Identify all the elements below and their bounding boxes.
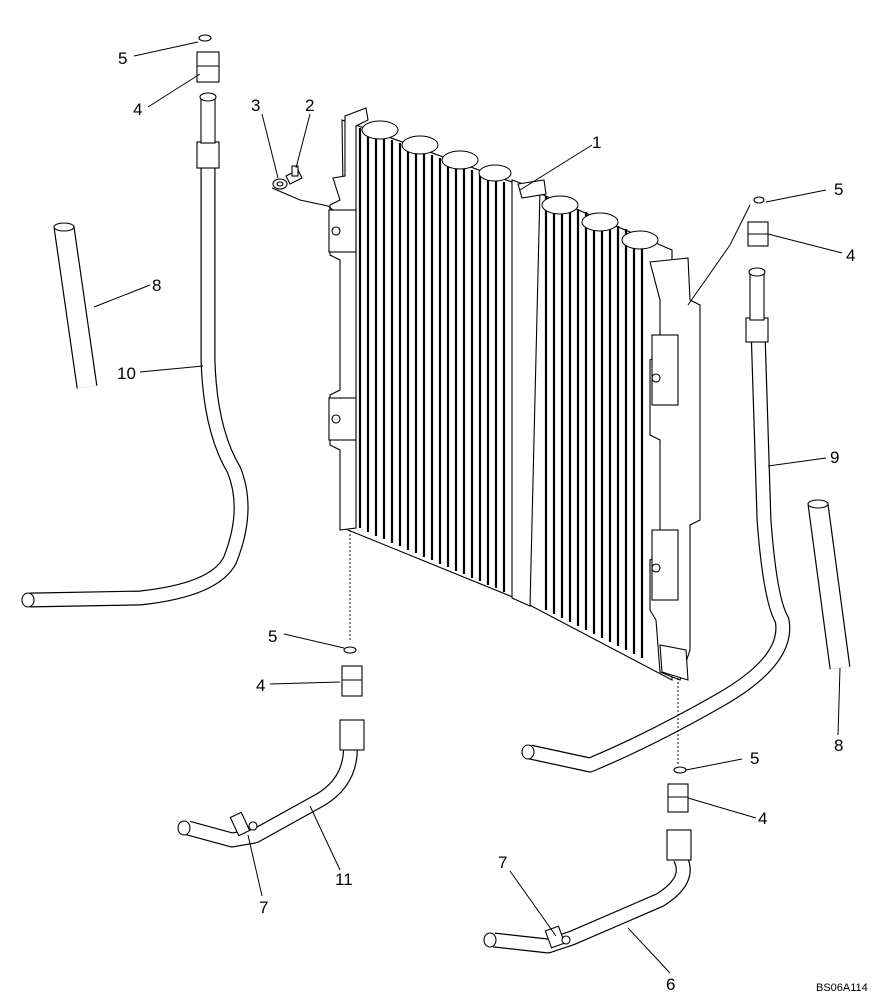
callout-8-left: 8 bbox=[152, 276, 161, 295]
cooler-fins-left bbox=[358, 128, 506, 592]
drawing-code: BS06A114 bbox=[816, 982, 868, 994]
o-ring-5-bottom-left bbox=[343, 646, 357, 654]
callout-10: 10 bbox=[117, 364, 136, 383]
callout-5-top-right: 5 bbox=[834, 180, 843, 199]
cooler-fins-right bbox=[544, 196, 644, 658]
pipe-right-9 bbox=[521, 267, 791, 773]
hose-left-8 bbox=[53, 222, 98, 389]
callout-8-right: 8 bbox=[834, 736, 843, 755]
leader-lines bbox=[93, 41, 843, 974]
callout-9: 9 bbox=[830, 448, 839, 467]
pipe-6 bbox=[483, 829, 692, 954]
callout-4-bottom-right: 4 bbox=[758, 809, 767, 828]
o-ring-5-top-right bbox=[753, 196, 765, 204]
bolt bbox=[285, 165, 303, 185]
callout-11: 11 bbox=[335, 870, 353, 889]
callout-1: 1 bbox=[592, 133, 601, 152]
callout-3: 3 bbox=[251, 96, 260, 115]
fitting-4-bottom-right bbox=[667, 783, 689, 813]
o-ring-5-top-left bbox=[198, 34, 212, 42]
oil-cooler-core bbox=[328, 107, 701, 681]
washer bbox=[272, 178, 288, 190]
clamp-7-left bbox=[229, 811, 258, 837]
callout-5-bottom-right: 5 bbox=[750, 749, 759, 768]
callout-labels: 5 4 3 2 1 5 4 8 10 9 5 4 8 5 4 7 11 7 6 bbox=[117, 49, 855, 994]
clamp-7-right bbox=[544, 925, 571, 949]
hose-right-8 bbox=[807, 499, 851, 670]
callout-4-top-right: 4 bbox=[846, 246, 855, 265]
fitting-4-bottom-left bbox=[341, 665, 363, 697]
callout-6: 6 bbox=[666, 975, 675, 994]
callout-4-top-left: 4 bbox=[133, 100, 142, 119]
callout-5-bottom-left: 5 bbox=[268, 627, 277, 646]
fitting-4-top-right bbox=[747, 221, 769, 247]
right-clamp-upper bbox=[651, 334, 679, 406]
callout-2: 2 bbox=[305, 96, 314, 115]
callout-7-left: 7 bbox=[259, 898, 268, 917]
callout-7-right: 7 bbox=[498, 853, 507, 872]
o-ring-5-bottom-right bbox=[673, 766, 687, 774]
pipe-left-10 bbox=[21, 92, 249, 608]
callout-5-top-left: 5 bbox=[118, 49, 127, 68]
fitting-4-top-left bbox=[196, 51, 220, 83]
callout-4-bottom-left: 4 bbox=[256, 676, 265, 695]
pipe-11 bbox=[177, 719, 365, 848]
